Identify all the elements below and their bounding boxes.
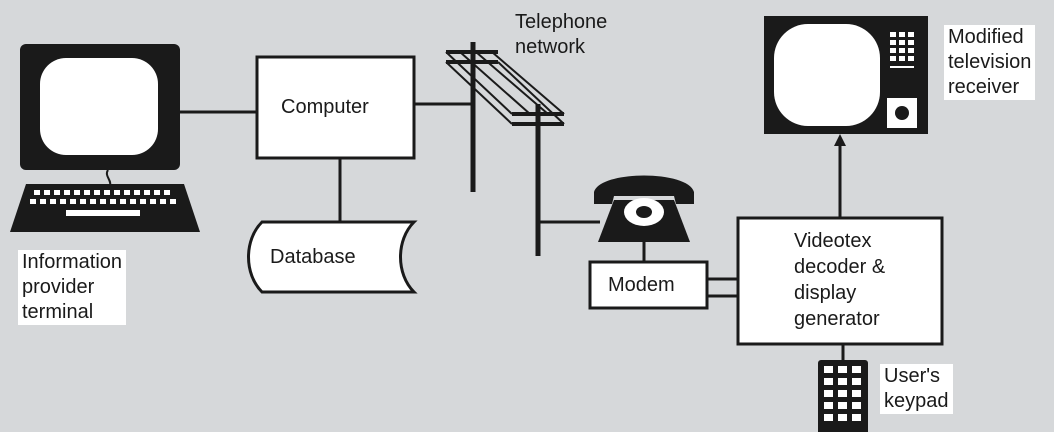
information-provider-terminal-label: Information provider terminal (18, 250, 127, 325)
database-label: Database (270, 246, 356, 268)
telephone-network-label: Telephone network (515, 11, 608, 58)
computer-label: Computer (281, 96, 369, 118)
database-shape (247, 220, 418, 294)
computer-box (255, 55, 416, 160)
modified-television-receiver-label: Modified television receiver (944, 25, 1036, 100)
keypad-icon (818, 360, 868, 432)
videotex-decoder-box (736, 216, 944, 346)
modem-label: Modem (608, 274, 675, 296)
arrow-head-icon (834, 134, 846, 146)
telephone-pole-icon (445, 42, 565, 256)
terminal-icon (10, 44, 200, 232)
telephone-icon (594, 175, 694, 242)
connection-lines (180, 102, 845, 360)
videotex-decoder-label: Videotex decoder & display generator (794, 230, 886, 330)
television-icon (764, 16, 928, 134)
users-keypad-label: User's keypad (880, 364, 953, 414)
modem-box (588, 260, 709, 310)
